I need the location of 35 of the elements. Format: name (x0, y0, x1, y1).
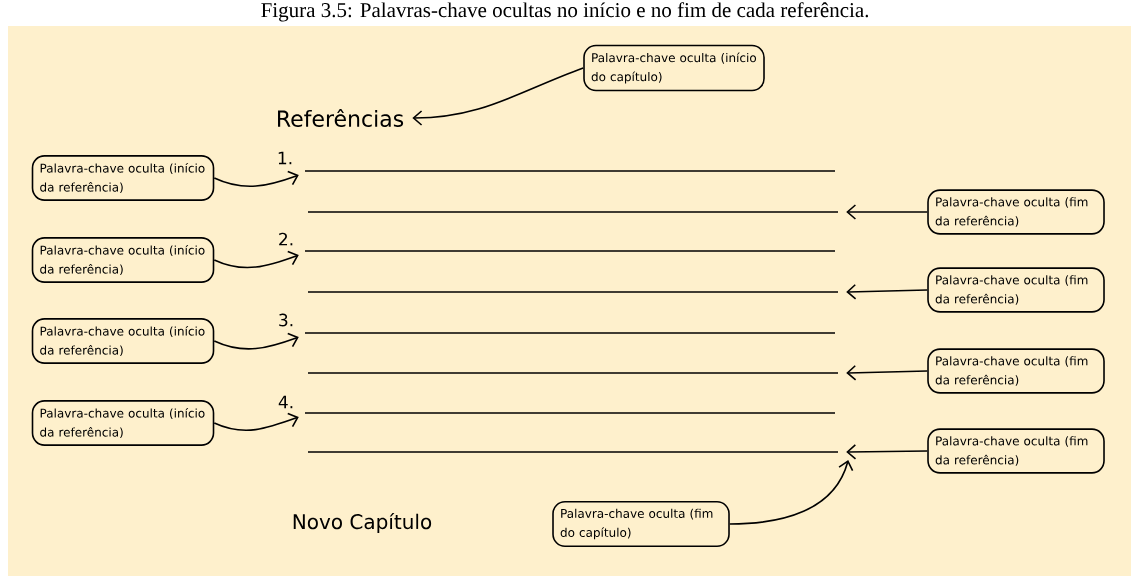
reference-line (308, 291, 838, 293)
callout-box: Palavra-chave oculta (fim da referência) (927, 189, 1105, 235)
callout-box: Palavra-chave oculta (início da referência) (31, 318, 215, 364)
callout-box: Palavra-chave oculta (fim da referência) (927, 348, 1105, 394)
figure-title: Figura 3.5: Palavras-chave ocultas no início e no fim de cada referência. (261, 2, 869, 22)
arrow (846, 204, 928, 220)
callout-box: Palavra-chave oculta (início da referência) (31, 400, 215, 446)
callout-box: Palavra-chave oculta (fim da referência) (927, 267, 1105, 313)
arrow (846, 364, 928, 381)
arrow (846, 283, 928, 300)
reference-number: 2. (279, 232, 293, 246)
heading-text: Novo Capítulo (293, 512, 432, 534)
callout-box: Palavra-chave oculta (fim do capítulo) (552, 500, 730, 548)
arrow (213, 250, 299, 269)
callout-box: Palavra-chave oculta (início da referência) (31, 155, 215, 201)
arrow (729, 460, 854, 525)
arrow (846, 444, 928, 460)
arrow (412, 67, 584, 126)
reference-line (305, 412, 835, 414)
reference-line (308, 451, 838, 453)
reference-line (305, 332, 835, 334)
reference-number: 1. (278, 151, 292, 165)
arrow (213, 412, 299, 431)
reference-line (308, 211, 838, 213)
reference-number: 4. (278, 395, 293, 409)
reference-line (305, 170, 835, 172)
callout-box: Palavra-chave oculta (início da referência) (31, 237, 215, 283)
callout-box: Palavra-chave oculta (início do capítulo) (583, 44, 765, 92)
reference-line (305, 250, 835, 252)
heading-text: Referências (278, 109, 404, 127)
arrow (213, 170, 299, 188)
reference-line (308, 372, 838, 374)
callout-box: Palavra-chave oculta (fim da referência) (927, 428, 1105, 474)
reference-number: 3. (279, 313, 293, 327)
arrow (213, 332, 299, 350)
